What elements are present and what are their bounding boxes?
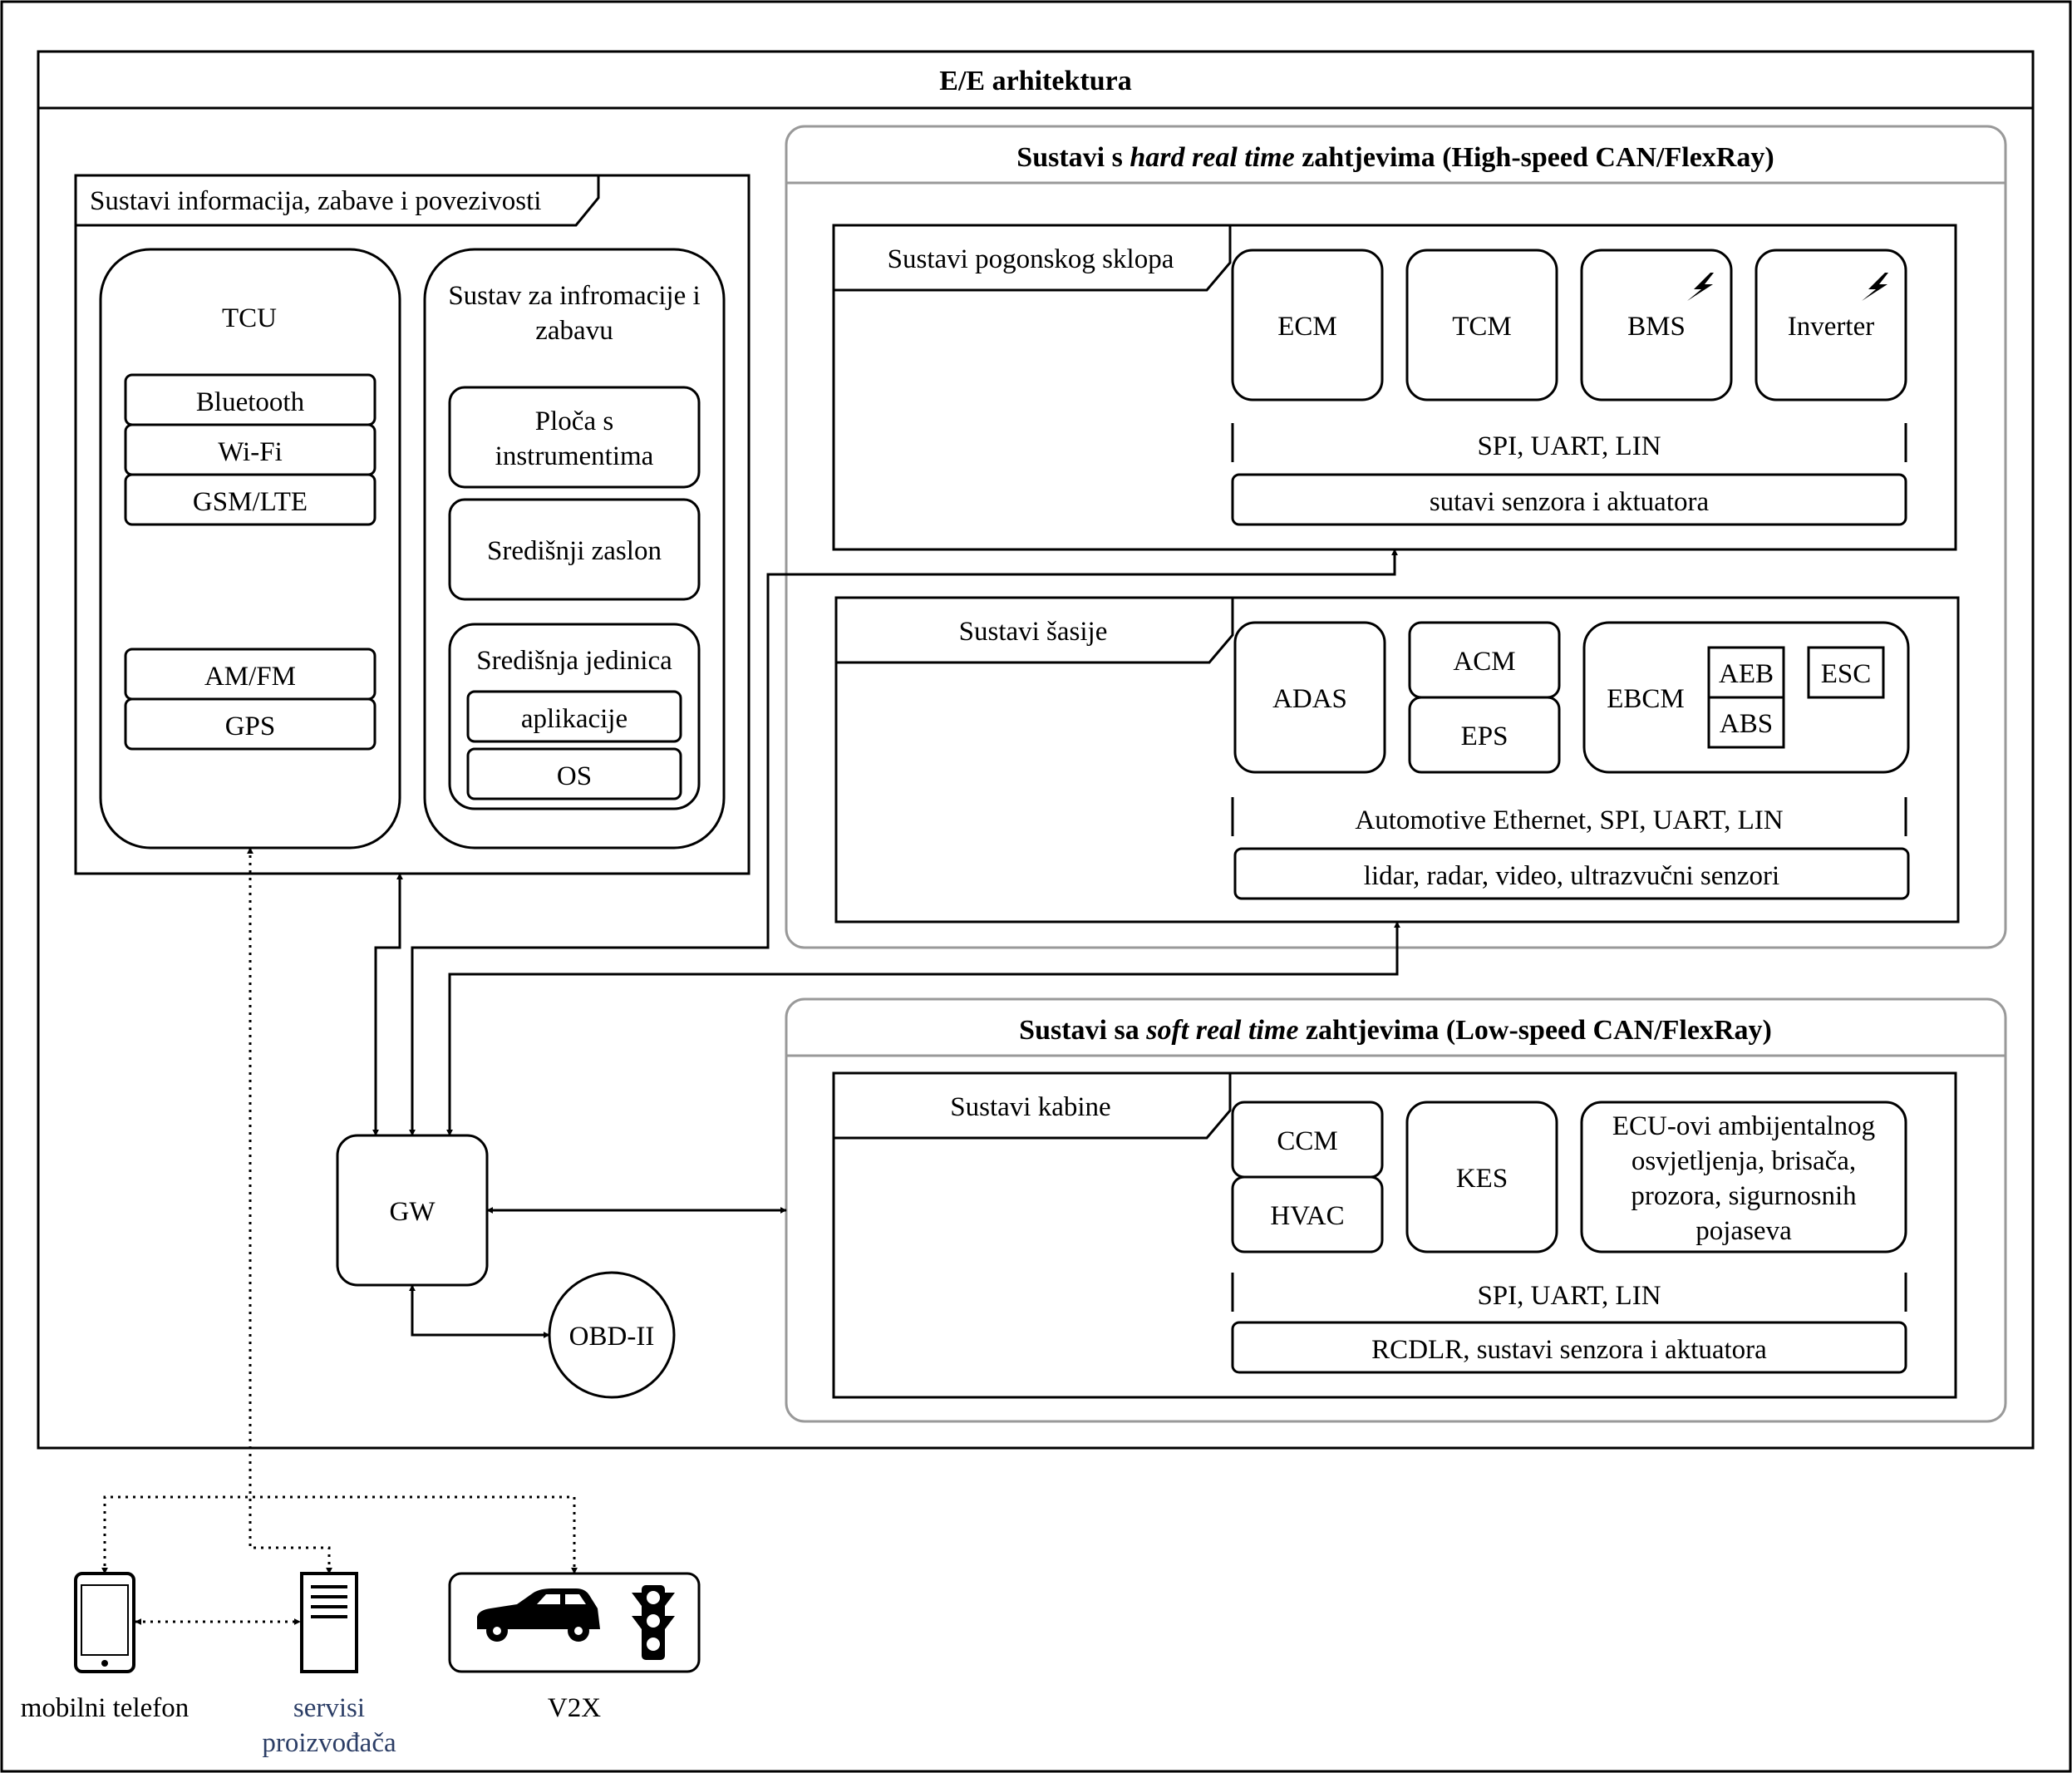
ivi-label-line1: Sustav za infromacije i [448,281,700,311]
v2x-wireless-branch [101,1495,578,1574]
hvac-label: HVAC [1270,1201,1344,1231]
bus-connections [372,549,1400,1338]
instrument-cluster-box [448,386,701,489]
obd-label: OBD-II [569,1322,655,1352]
gw-to-infotainment-link [372,873,403,1136]
powertrain-bus-label: SPI, UART, LIN [1477,431,1661,461]
powertrain-title: Sustavi pogonskog sklopa [888,244,1174,274]
car-icon [477,1588,600,1642]
tcu-item-amfm: AM/FM [204,662,296,692]
central-display-label: Središnji zaslon [487,536,662,566]
esc-label: ESC [1821,659,1872,689]
head-unit-label: Središnja jedinica [476,646,672,676]
ambient-ecus-box [1580,1101,1907,1253]
cabin-sensors-label: RCDLR, sustavi senzora i aktuatora [1371,1335,1767,1365]
gw-to-obd-link [409,1284,550,1338]
tcu-item-wifi: Wi-Fi [218,437,283,467]
soft-real-time-title: Sustavi sa soft real time zahtjevima (Lo… [1019,1015,1772,1046]
wireless-connections [101,847,578,1625]
tcm-box [1405,249,1558,401]
chassis-group: Sustavi šasije ADAS ACM EPS EBCM AEB ABS… [834,596,1960,923]
obd-port: OBD-II [548,1271,676,1399]
gateway-box: GW [336,1134,489,1287]
tcu-box: TCU Bluetooth Wi-Fi GSM/LTE AM/FM GPS [99,248,401,850]
gw-to-powertrain-link [409,549,1398,1136]
powertrain-group: Sustavi pogonskog sklopa ECM TCM BMS Inv… [832,224,1957,551]
chassis-title: Sustavi šasije [959,617,1108,647]
aeb-label: AEB [1719,659,1774,689]
aeb-box [1707,646,1785,699]
inverter-box [1755,249,1907,401]
infotainment-group: Sustavi informacija, zabave i povezivost… [74,174,751,875]
server-icon [300,1572,358,1673]
services-label-line1: servisi [293,1693,365,1723]
infotainment-title: Sustavi informacija, zabave i povezivost… [90,186,541,216]
services-label-line2: proizvođača [262,1728,396,1758]
tcu-item-gsm: GSM/LTE [193,487,308,517]
kes-box [1405,1101,1558,1253]
ccm-label: CCM [1277,1126,1337,1156]
v2x-label: V2X [548,1693,601,1723]
tcu-wireless-link [247,847,332,1574]
tcu-item-bluetooth: Bluetooth [196,387,305,417]
ambient-ecus-line4: pojaseva [1695,1216,1792,1246]
bolt-icon [1687,273,1714,301]
tcu-radio-list: Bluetooth Wi-Fi GSM/LTE AM/FM GPS [124,373,377,751]
bms-label: BMS [1627,312,1686,342]
ecm-label: ECM [1277,312,1337,342]
abs-label: ABS [1720,709,1773,739]
ivi-box: Sustav za infromacije i zabavu Ploča s i… [423,248,726,850]
hard-real-time-title: Sustavi s hard real time zahtjevima (Hig… [1016,142,1774,173]
cabin-group: Sustavi kabine CCM HVAC KES ECU-ovi ambi… [832,1071,1957,1399]
powertrain-sensors-label: sutavi senzora i aktuatora [1430,487,1710,517]
traffic-light-icon [632,1585,675,1660]
main-title: E/E arhitektura [939,66,1131,96]
tcu-item-gps: GPS [225,712,276,741]
acm-label: ACM [1453,647,1515,677]
hard-real-time-group: Sustavi s hard real time zahtjevima (Hig… [785,125,2007,949]
powertrain-sensors-box [1231,473,1907,526]
os-label: OS [557,761,592,791]
tcm-label: TCM [1452,312,1512,342]
v2x-box [448,1572,701,1673]
instrument-cluster-line2: instrumentima [495,441,654,471]
inverter-label: Inverter [1788,312,1874,342]
kes-label: KES [1456,1164,1508,1194]
cabin-sensors-box [1231,1321,1907,1374]
hvac-box [1231,1175,1384,1253]
eps-label: EPS [1461,722,1508,751]
adas-label: ADAS [1272,684,1347,714]
eps-box [1408,696,1561,774]
abs-box [1707,696,1785,749]
gateway-label: GW [390,1197,436,1227]
cabin-title: Sustavi kabine [950,1092,1110,1122]
phone-label: mobilni telefon [21,1693,189,1723]
ambient-ecus-line1: ECU-ovi ambijentalnog [1612,1111,1875,1141]
bms-box [1580,249,1733,401]
ebcm-label: EBCM [1607,684,1685,714]
chassis-sensors-label: lidar, radar, video, ultrazvučni senzori [1364,861,1779,891]
ee-architecture-frame: E/E arhitektura [37,50,2035,1450]
ambient-ecus-line2: osvjetljenja, brisača, [1632,1146,1856,1176]
cabin-bus-label: SPI, UART, LIN [1477,1281,1661,1311]
tcu-label: TCU [222,303,277,333]
ivi-label-line2: zabavu [535,316,613,346]
esc-box [1807,646,1885,699]
gw-to-chassis-link [446,921,1400,1136]
instrument-cluster-line1: Ploča s [535,406,613,436]
chassis-bus-label: Automotive Ethernet, SPI, UART, LIN [1355,805,1783,835]
ecm-box [1231,249,1384,401]
bolt-icon [1862,273,1888,301]
ambient-ecus-line3: prozora, sigurnosnih [1631,1181,1857,1211]
phone-icon [74,1572,135,1673]
apps-label: aplikacije [521,704,628,734]
soft-real-time-group: Sustavi sa soft real time zahtjevima (Lo… [785,997,2007,1423]
